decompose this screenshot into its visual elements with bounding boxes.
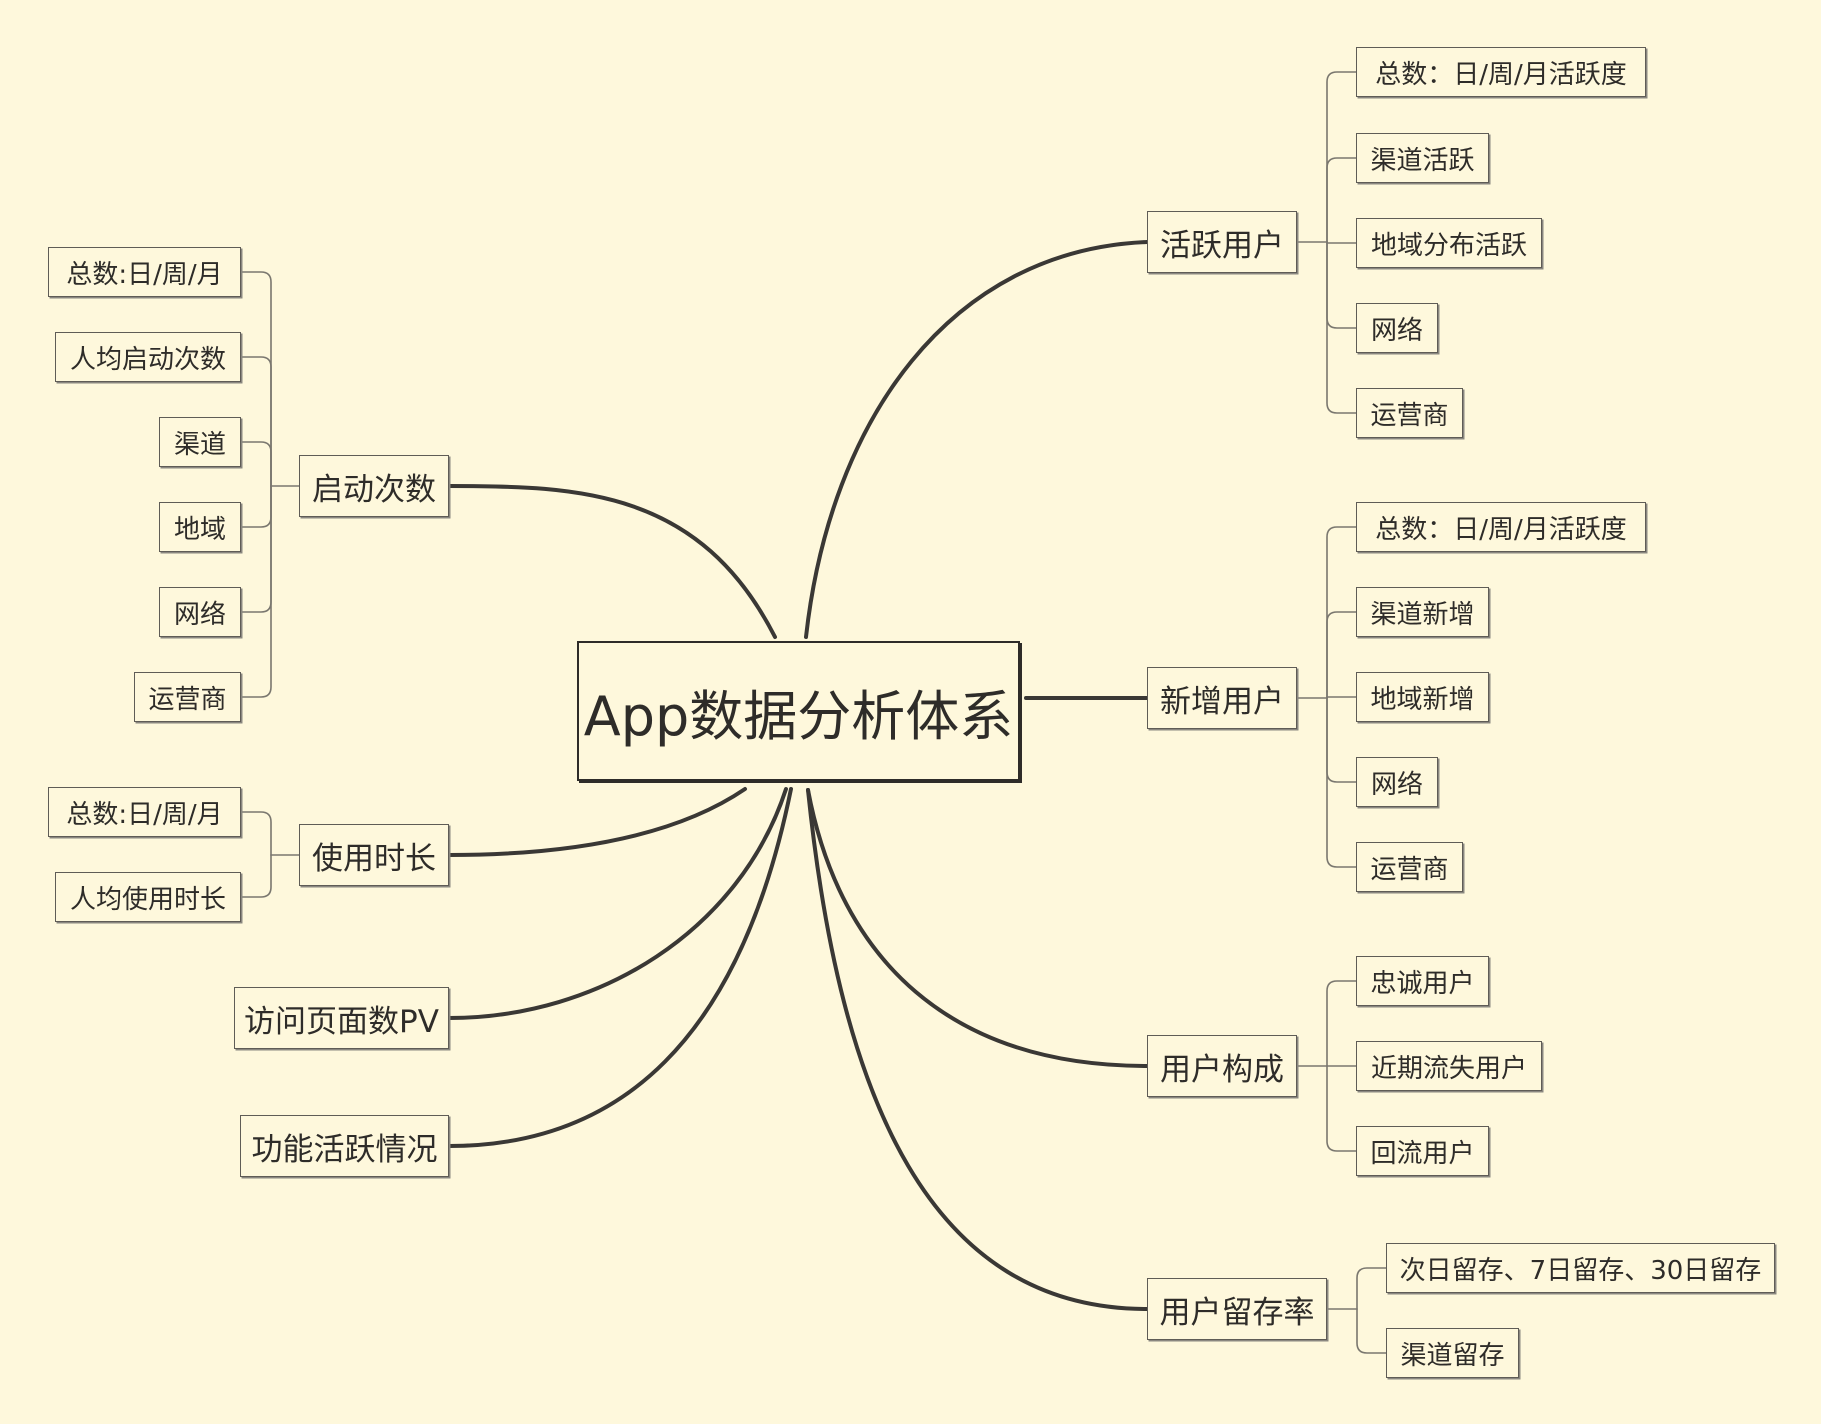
connector-duration-1 [240, 854, 272, 898]
connector-launches-1 [240, 356, 272, 487]
leaf-active-0-label: 总数：日/周/月活跃度 [1375, 59, 1627, 90]
link-root-pv [447, 787, 788, 1020]
link-root-retention [806, 788, 1149, 1311]
connector-composition-0 [1326, 980, 1357, 1067]
leaf-launches-2-label: 渠道 [173, 429, 226, 460]
branch-pv[interactable]: 访问页面数PV [234, 987, 449, 1049]
leaf-composition-2-label: 回流用户 [1370, 1138, 1475, 1169]
leaf-active-1[interactable]: 渠道活跃 [1356, 133, 1489, 183]
leaf-active-0[interactable]: 总数：日/周/月活跃度 [1356, 47, 1646, 97]
connector-launches-3 [240, 485, 272, 528]
root-node[interactable]: App数据分析体系 [577, 641, 1020, 781]
leaf-duration-0-label: 总数:日/周/月 [66, 799, 223, 830]
connector-new-4 [1326, 697, 1357, 868]
branch-launches[interactable]: 启动次数 [299, 455, 449, 517]
link-root-launches [447, 484, 777, 639]
leaf-new-1[interactable]: 渠道新增 [1356, 587, 1489, 637]
leaf-active-1-label: 渠道活跃 [1370, 145, 1475, 176]
branch-launches-label: 启动次数 [312, 471, 436, 508]
branch-features[interactable]: 功能活跃情况 [240, 1115, 449, 1177]
leaf-active-3-label: 网络 [1370, 315, 1423, 346]
connector-retention-0 [1356, 1267, 1387, 1310]
leaf-active-2-label: 地域分布活跃 [1370, 230, 1527, 261]
branch-active-label: 活跃用户 [1160, 227, 1284, 264]
leaf-new-0-label: 总数：日/周/月活跃度 [1375, 514, 1627, 545]
leaf-retention-0[interactable]: 次日留存、7日留存、30日留存 [1386, 1243, 1775, 1293]
leaf-launches-5-label: 运营商 [148, 684, 227, 715]
leaf-new-4[interactable]: 运营商 [1356, 842, 1463, 892]
leaf-launches-3-label: 地域 [173, 514, 226, 545]
link-root-duration [447, 787, 747, 857]
branch-pv-label: 访问页面数PV [244, 1003, 439, 1040]
leaf-launches-0-label: 总数:日/周/月 [66, 259, 223, 290]
connector-launches-4 [240, 485, 272, 613]
connector-new-0 [1326, 526, 1357, 699]
connector-active-4 [1326, 241, 1357, 414]
leaf-new-4-label: 运营商 [1370, 854, 1449, 885]
leaf-active-4[interactable]: 运营商 [1356, 388, 1463, 438]
root-label: App数据分析体系 [583, 684, 1014, 748]
branch-composition[interactable]: 用户构成 [1147, 1035, 1297, 1097]
leaf-new-2-label: 地域新增 [1370, 684, 1475, 715]
connector-new-1 [1326, 611, 1357, 699]
leaf-new-0[interactable]: 总数：日/周/月活跃度 [1356, 502, 1646, 552]
connector-duration-0 [240, 811, 272, 856]
leaf-new-3-label: 网络 [1370, 769, 1423, 800]
leaf-launches-0[interactable]: 总数:日/周/月 [48, 247, 241, 297]
branch-duration-label: 使用时长 [312, 840, 436, 877]
branch-duration[interactable]: 使用时长 [299, 824, 449, 886]
branch-features-label: 功能活跃情况 [251, 1131, 438, 1168]
leaf-retention-1-label: 渠道留存 [1400, 1340, 1505, 1371]
leaf-launches-1-label: 人均启动次数 [69, 344, 226, 375]
link-root-active [804, 240, 1149, 639]
connector-active-1 [1326, 157, 1357, 243]
branch-new-label: 新增用户 [1160, 683, 1284, 720]
connector-new-3 [1326, 697, 1357, 783]
connector-retention-1 [1356, 1308, 1387, 1354]
branch-active[interactable]: 活跃用户 [1147, 211, 1297, 273]
leaf-composition-2[interactable]: 回流用户 [1356, 1126, 1489, 1176]
connector-launches-2 [240, 441, 272, 487]
branch-retention-label: 用户留存率 [1159, 1294, 1315, 1331]
leaf-launches-2[interactable]: 渠道 [159, 417, 241, 467]
leaf-launches-1[interactable]: 人均启动次数 [55, 332, 241, 382]
link-root-features [447, 787, 793, 1148]
leaf-composition-1-label: 近期流失用户 [1370, 1053, 1527, 1084]
leaf-active-2[interactable]: 地域分布活跃 [1356, 218, 1542, 268]
leaf-duration-0[interactable]: 总数:日/周/月 [48, 787, 241, 837]
leaf-launches-3[interactable]: 地域 [159, 502, 241, 552]
leaf-active-3[interactable]: 网络 [1356, 303, 1438, 353]
leaf-composition-0[interactable]: 忠诚用户 [1356, 956, 1489, 1006]
leaf-launches-5[interactable]: 运营商 [134, 672, 241, 722]
leaf-active-4-label: 运营商 [1370, 400, 1449, 431]
link-root-composition [806, 788, 1149, 1068]
connector-composition-2 [1326, 1065, 1357, 1152]
leaf-composition-1[interactable]: 近期流失用户 [1356, 1041, 1542, 1091]
leaf-new-3[interactable]: 网络 [1356, 757, 1438, 807]
leaf-duration-1-label: 人均使用时长 [69, 884, 226, 915]
leaf-duration-1[interactable]: 人均使用时长 [55, 872, 241, 922]
connector-launches-0 [240, 271, 272, 487]
leaf-retention-0-label: 次日留存、7日留存、30日留存 [1399, 1255, 1762, 1286]
leaf-retention-1[interactable]: 渠道留存 [1386, 1328, 1519, 1378]
branch-retention[interactable]: 用户留存率 [1147, 1278, 1327, 1340]
connector-launches-5 [240, 485, 272, 698]
leaf-new-1-label: 渠道新增 [1370, 599, 1475, 630]
leaf-launches-4[interactable]: 网络 [159, 587, 241, 637]
connector-active-3 [1326, 241, 1357, 329]
branch-composition-label: 用户构成 [1160, 1051, 1284, 1088]
leaf-launches-4-label: 网络 [173, 599, 226, 630]
connector-active-0 [1326, 71, 1357, 243]
leaf-new-2[interactable]: 地域新增 [1356, 672, 1489, 722]
leaf-composition-0-label: 忠诚用户 [1370, 968, 1475, 999]
branch-new[interactable]: 新增用户 [1147, 667, 1297, 729]
